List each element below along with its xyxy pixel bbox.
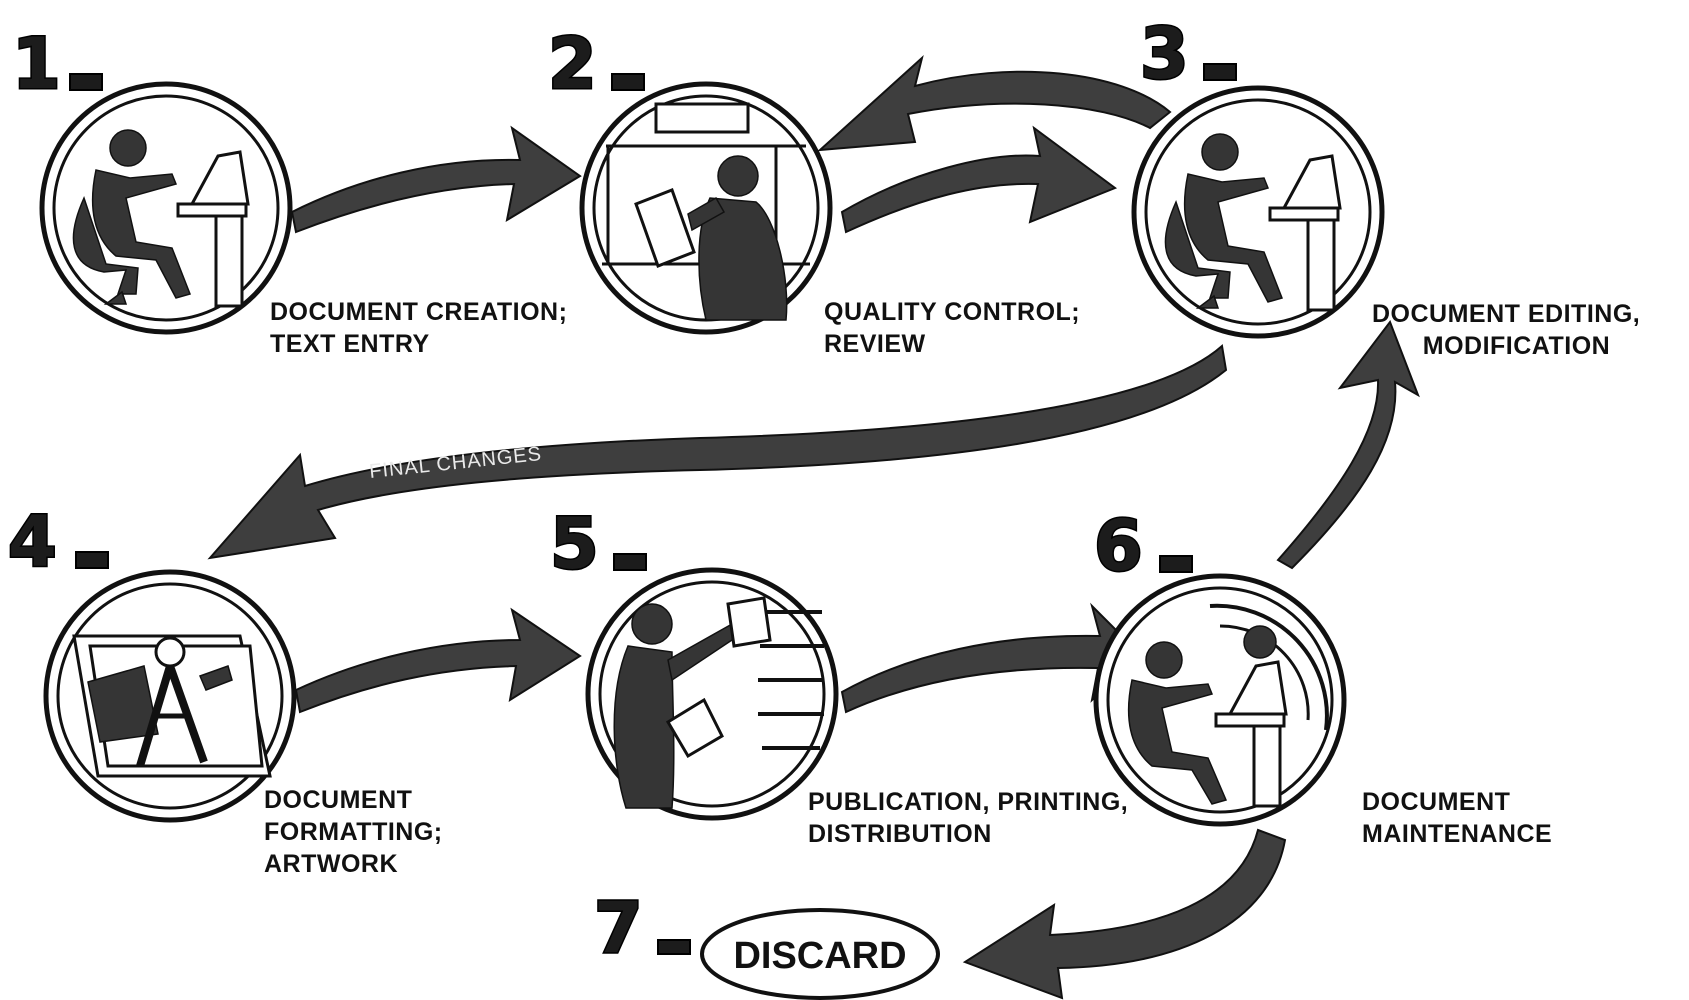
step-6-label: DOCUMENT MAINTENANCE	[1362, 788, 1553, 848]
person-reviewing-document-icon	[602, 102, 810, 321]
arrow-3-to-4-final-changes	[207, 344, 1228, 560]
step-number-3: 3	[1139, 12, 1237, 97]
step-number-6: 6	[1093, 504, 1193, 589]
svg-text:1: 1	[12, 23, 61, 105]
step-1-label: DOCUMENT CREATION; TEXT ENTRY	[270, 298, 568, 358]
step-4-circle	[43, 569, 297, 823]
svg-text:5: 5	[550, 503, 599, 585]
step-3-circle	[1131, 85, 1385, 339]
arrow-3-to-2	[817, 55, 1172, 152]
person-at-terminal-icon	[72, 129, 250, 308]
step-3-label: DOCUMENT EDITING, MODIFICATION	[1372, 300, 1641, 360]
step-7-discard: DISCARD	[700, 908, 940, 1000]
drafting-compass-icon	[72, 634, 272, 778]
step-5-circle	[585, 567, 839, 821]
svg-text:3: 3	[1140, 13, 1189, 95]
arrow-2-to-3	[840, 125, 1118, 234]
person-at-terminal-icon	[1164, 133, 1342, 312]
step-number-4: 4	[7, 500, 109, 585]
arrow-6-to-7	[962, 828, 1287, 1000]
step-4-label: DOCUMENT FORMATTING; ARTWORK	[264, 786, 443, 878]
step-2-label: QUALITY CONTROL; REVIEW	[824, 298, 1081, 358]
discard-label: DISCARD	[733, 935, 906, 977]
arrow-1-to-2	[290, 125, 582, 234]
step-number-2: 2	[547, 22, 645, 107]
step-6-circle	[1093, 573, 1347, 827]
step-1-circle	[39, 81, 293, 335]
svg-text:2: 2	[548, 23, 597, 105]
arrow-4-to-5	[294, 607, 582, 714]
svg-text:4: 4	[8, 501, 57, 583]
step-number-1: 1	[11, 22, 103, 107]
person-shelving-documents-icon	[613, 596, 824, 809]
svg-text:7: 7	[594, 887, 643, 969]
step-number-5: 5	[549, 502, 647, 587]
step-5-label: PUBLICATION, PRINTING, DISTRIBUTION	[808, 788, 1129, 848]
step-2-circle	[579, 81, 833, 335]
arrow-6-to-3	[1276, 319, 1420, 570]
step-number-7: 7	[593, 886, 691, 971]
person-at-terminal-with-storage-icon	[1127, 603, 1329, 808]
svg-text:6: 6	[1094, 505, 1143, 587]
